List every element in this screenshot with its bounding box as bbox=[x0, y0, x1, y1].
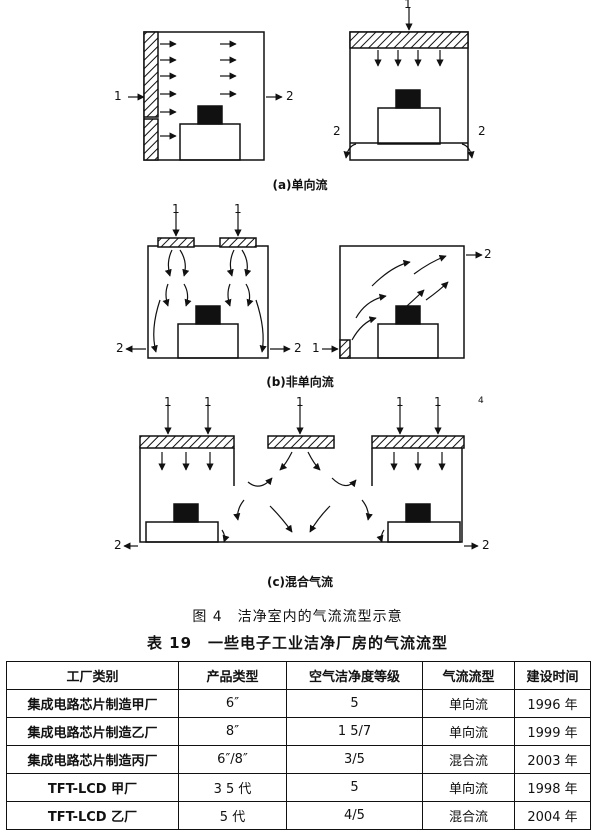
label-exhaust: 2 bbox=[294, 341, 302, 355]
label-supply: 1 bbox=[396, 395, 404, 409]
cell-airflow: 单向流 bbox=[422, 689, 515, 718]
label-supply: 1 bbox=[114, 89, 122, 103]
cell-cleanliness: 3/5 bbox=[286, 745, 423, 774]
label-supply: 1 bbox=[164, 395, 172, 409]
label-exhaust: 2 bbox=[484, 247, 492, 261]
cell-cleanliness: 5 bbox=[286, 773, 423, 802]
label-exhaust: 2 bbox=[116, 341, 124, 355]
label-supply: 1 bbox=[296, 395, 304, 409]
cell-cleanliness: 5 bbox=[286, 689, 423, 718]
label-exhaust: 2 bbox=[114, 538, 122, 552]
cell-airflow: 单向流 bbox=[422, 717, 515, 746]
cell-product: 3 5 代 bbox=[178, 773, 287, 802]
cell-airflow: 混合流 bbox=[422, 745, 515, 774]
label-supply: 1 bbox=[234, 202, 242, 216]
diagram-c-mixed bbox=[123, 404, 479, 550]
diagram-a-horizontal bbox=[128, 31, 283, 161]
table-row: 集成电路芯片制造甲厂 6″ 5 单向流 1996 年 bbox=[6, 689, 591, 718]
table-header-row: 工厂类别 产品类型 空气洁净度等级 气流流型 建设时间 bbox=[6, 661, 591, 690]
label-exhaust: 2 bbox=[333, 124, 341, 138]
label-exhaust: 2 bbox=[482, 538, 490, 552]
table-row: TFT-LCD 甲厂 3 5 代 5 单向流 1998 年 bbox=[6, 773, 591, 802]
table-row: TFT-LCD 乙厂 5 代 4/5 混合流 2004 年 bbox=[6, 801, 591, 830]
cell-year: 1996 年 bbox=[514, 689, 591, 718]
header-factory: 工厂类别 bbox=[6, 661, 179, 690]
cell-airflow: 单向流 bbox=[422, 773, 515, 802]
label-exhaust: 2 bbox=[478, 124, 486, 138]
cell-year: 2003 年 bbox=[514, 745, 591, 774]
cell-airflow: 混合流 bbox=[422, 801, 515, 830]
cell-product: 8″ bbox=[178, 717, 287, 746]
label-supply: 1 bbox=[404, 0, 412, 11]
figure-title: 图 4 洁净室内的气流流型示意 bbox=[192, 609, 403, 625]
caption-c: (c)混合气流 bbox=[266, 575, 334, 589]
airflow-table: 工厂类别 产品类型 空气洁净度等级 气流流型 建设时间 集成电路芯片制造甲厂 6… bbox=[6, 661, 591, 830]
cell-year: 1998 年 bbox=[514, 773, 591, 802]
header-product: 产品类型 bbox=[178, 661, 287, 690]
table-title: 表 19 一些电子工业洁净厂房的气流流型 bbox=[146, 634, 449, 652]
label-supply: 1 bbox=[312, 341, 320, 355]
cell-factory: 集成电路芯片制造乙厂 bbox=[6, 717, 179, 746]
cell-factory: TFT-LCD 乙厂 bbox=[6, 801, 179, 830]
caption-b: (b)非单向流 bbox=[266, 375, 334, 389]
label-stray: 4 bbox=[478, 396, 484, 406]
header-cleanliness: 空气洁净度等级 bbox=[286, 661, 423, 690]
cell-product: 6″/8″ bbox=[178, 745, 287, 774]
label-exhaust: 2 bbox=[286, 89, 294, 103]
cell-year: 1999 年 bbox=[514, 717, 591, 746]
cell-factory: TFT-LCD 甲厂 bbox=[6, 773, 179, 802]
label-supply: 1 bbox=[204, 395, 212, 409]
header-airflow: 气流流型 bbox=[422, 661, 515, 690]
header-year: 建设时间 bbox=[514, 661, 591, 690]
label-supply: 1 bbox=[172, 202, 180, 216]
table-row: 集成电路芯片制造丙厂 6″/8″ 3/5 混合流 2003 年 bbox=[6, 745, 591, 774]
airflow-diagram bbox=[123, 8, 483, 550]
table-row: 集成电路芯片制造乙厂 8″ 1 5/7 单向流 1999 年 bbox=[6, 717, 591, 746]
cell-factory: 集成电路芯片制造丙厂 bbox=[6, 745, 179, 774]
cell-factory: 集成电路芯片制造甲厂 bbox=[6, 689, 179, 718]
cell-cleanliness: 1 5/7 bbox=[286, 717, 423, 746]
cell-cleanliness: 4/5 bbox=[286, 801, 423, 830]
diagram-b-ceiling bbox=[125, 212, 291, 359]
diagram-b-side bbox=[322, 245, 483, 359]
cell-year: 2004 年 bbox=[514, 801, 591, 830]
cell-product: 5 代 bbox=[178, 801, 287, 830]
cell-product: 6″ bbox=[178, 689, 287, 718]
caption-a: (a)单向流 bbox=[272, 178, 328, 192]
diagram-a-vertical bbox=[343, 8, 475, 161]
label-supply: 1 bbox=[434, 395, 442, 409]
